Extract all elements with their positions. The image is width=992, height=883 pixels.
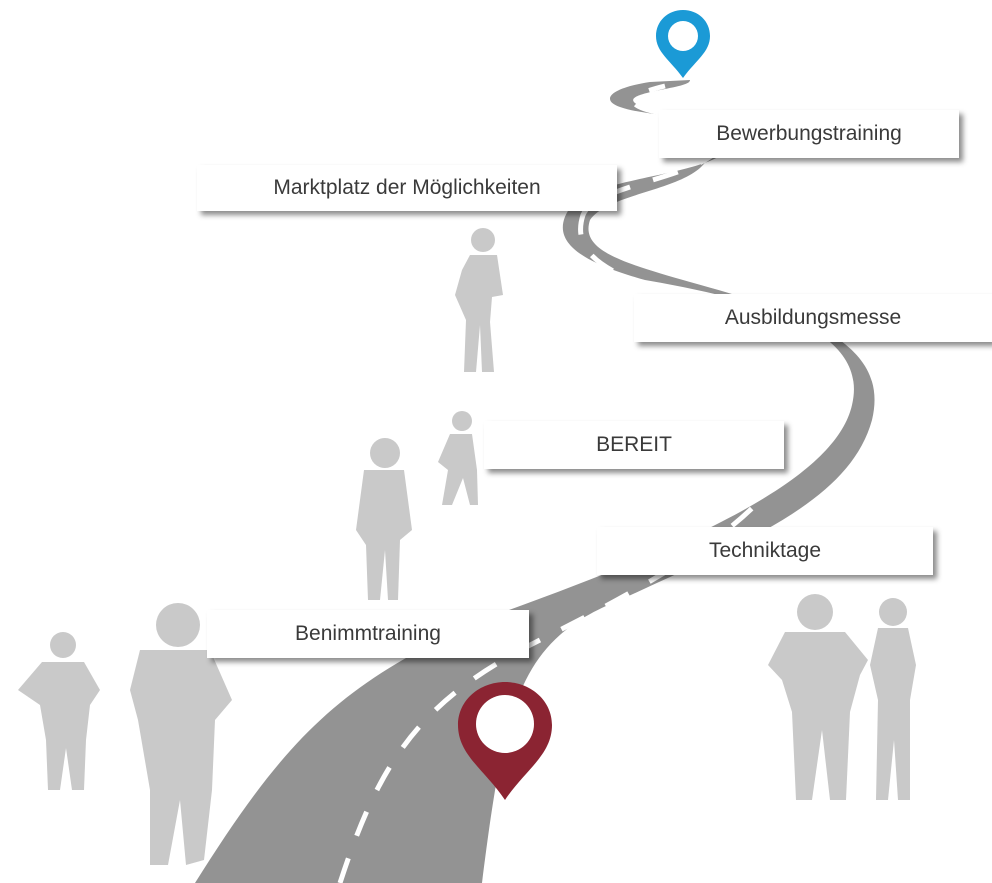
milestone-label-bereit: BEREIT <box>484 421 784 469</box>
winding-road <box>195 80 875 883</box>
person-silhouette-icon <box>438 411 478 505</box>
milestone-label-marktplatz: Marktplatz der Möglichkeiten <box>197 165 617 211</box>
milestone-label-bewerbungstraining: Bewerbungstraining <box>659 110 959 158</box>
person-silhouette-icon <box>18 632 100 790</box>
person-silhouette-icon <box>130 603 232 865</box>
milestone-label-techniktage: Techniktage <box>597 527 933 575</box>
person-silhouette-icon <box>870 598 916 800</box>
person-silhouette-icon <box>455 228 503 372</box>
milestone-label-benimmtraining: Benimmtraining <box>207 610 529 658</box>
person-silhouette-icon <box>356 438 412 600</box>
milestone-label-ausbildungsmesse: Ausbildungsmesse <box>634 294 992 342</box>
goal-location-pin-icon <box>656 10 710 78</box>
start-location-pin-icon <box>458 682 552 800</box>
person-silhouette-icon <box>768 594 868 800</box>
